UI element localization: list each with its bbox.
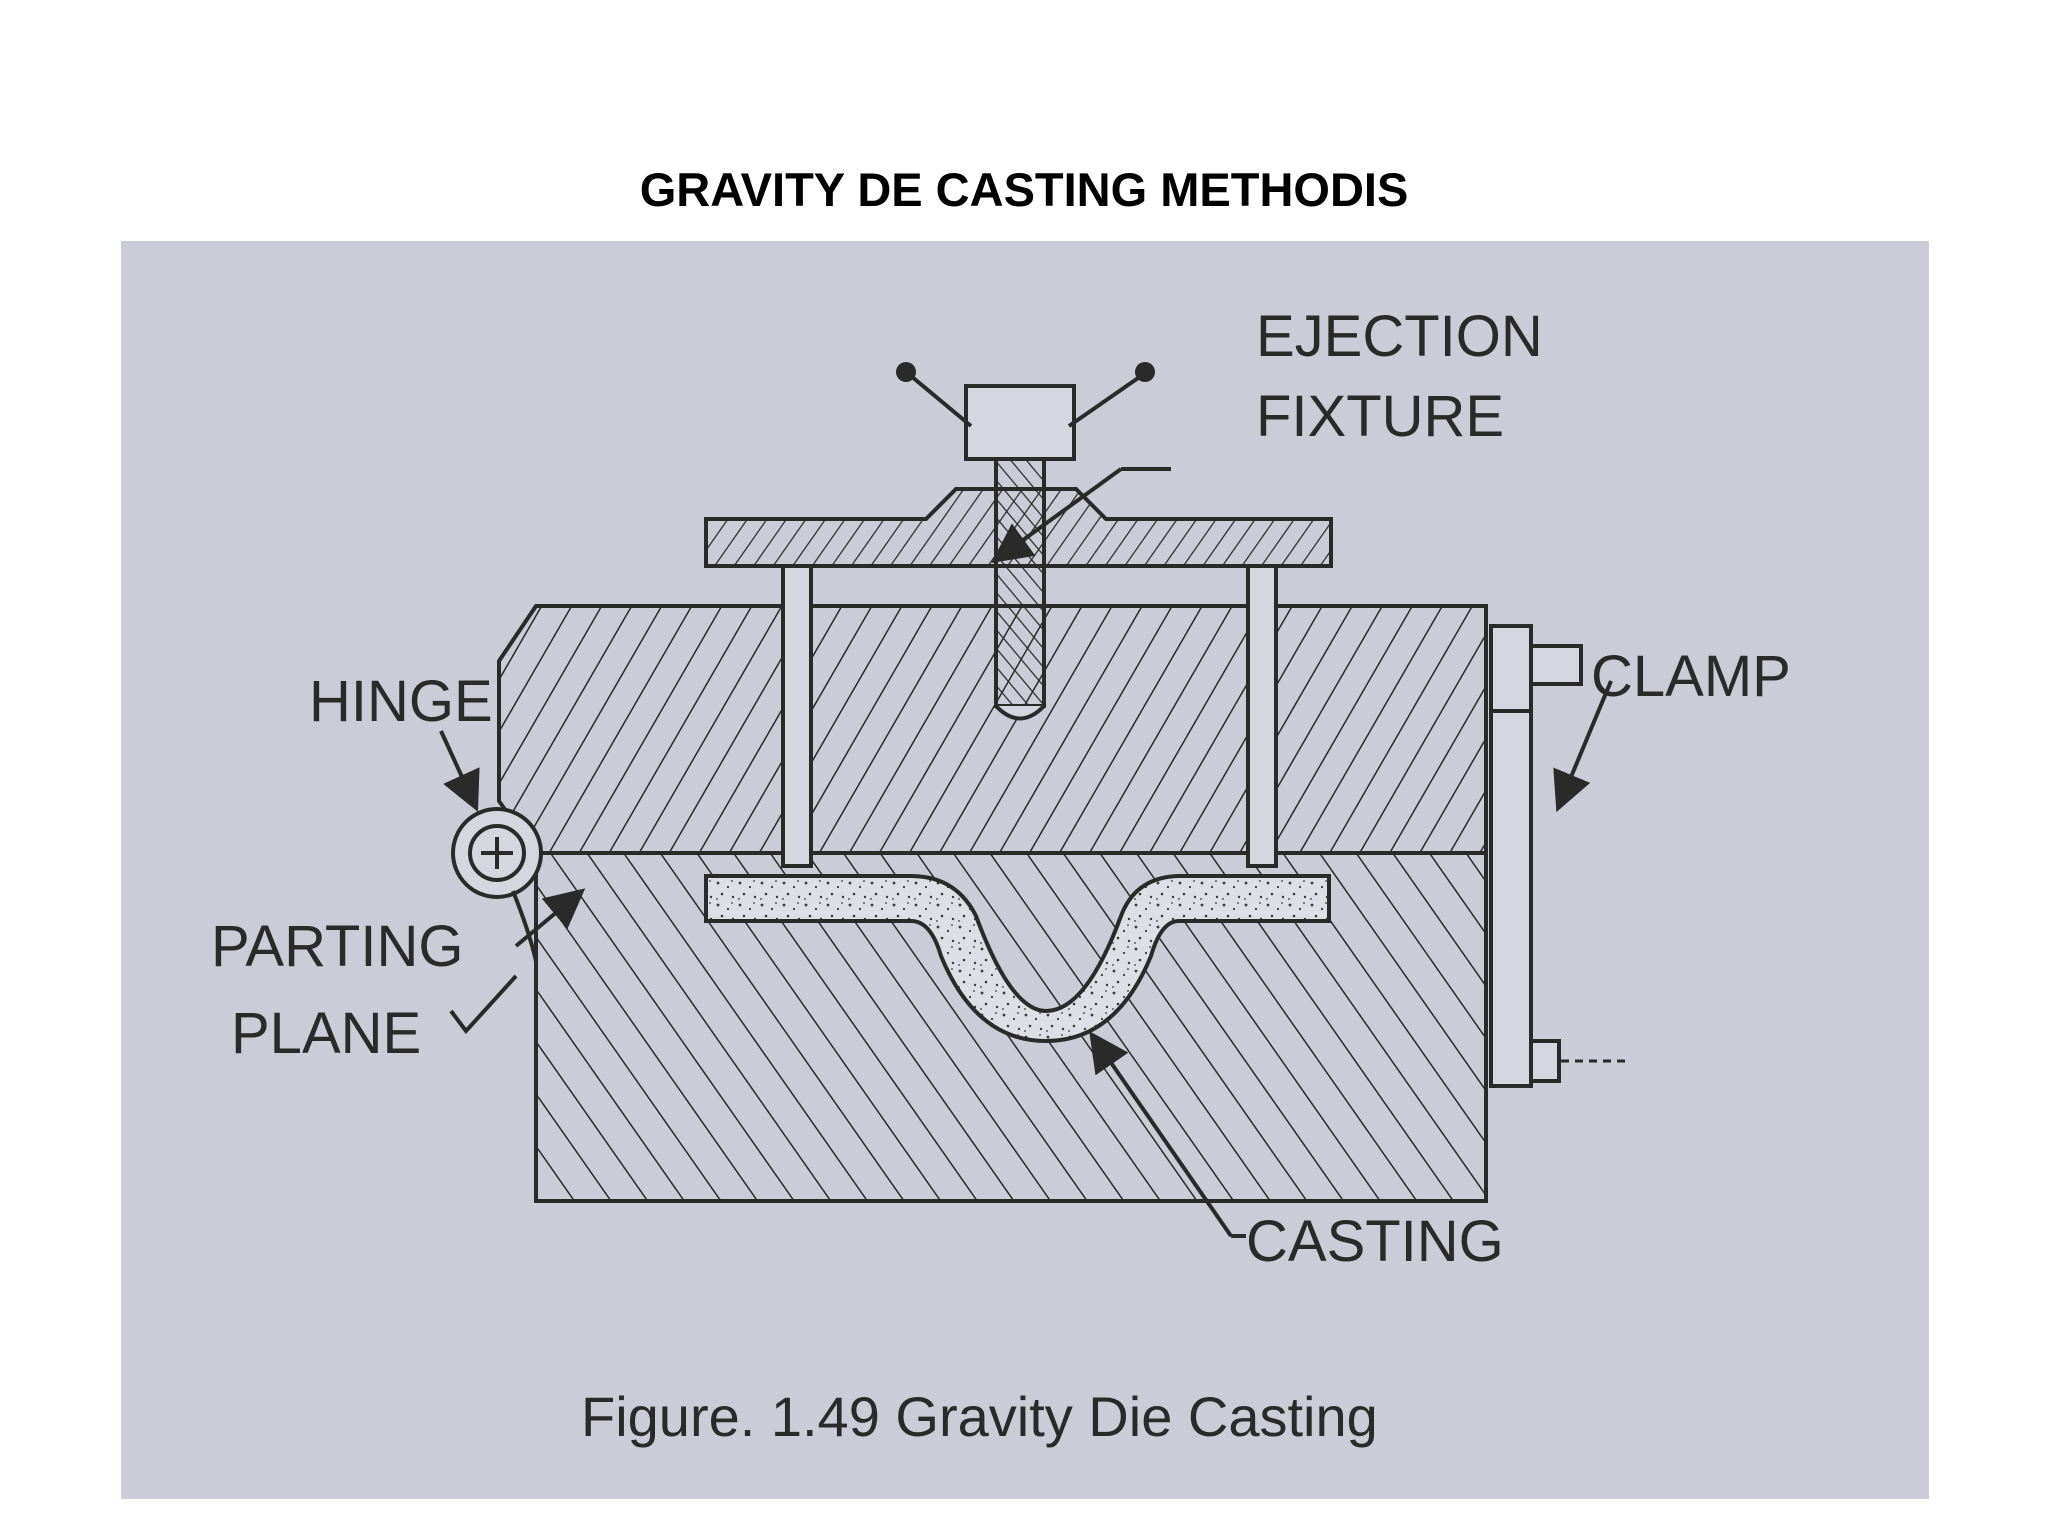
page-title: GRAVITY DE CASTING METHODIS bbox=[639, 163, 1409, 216]
ejection-label-line1: EJECTION bbox=[1256, 304, 1543, 369]
handle-block bbox=[964, 384, 1076, 461]
clamp-upper-bolt bbox=[1529, 644, 1583, 686]
gravity-die-casting-diagram: EJECTION FIXTURE CLAMP HINGE PARTING PLA… bbox=[121, 241, 1929, 1499]
hinge-lower-link bbox=[511, 890, 538, 962]
parting-label-line2: PLANE bbox=[231, 1001, 421, 1066]
ejector-pin-right bbox=[1246, 564, 1278, 868]
casting-cavity bbox=[704, 874, 1331, 1044]
clamp-arrow bbox=[1553, 680, 1613, 813]
ejection-screw bbox=[994, 449, 1046, 708]
clamp-label: CLAMP bbox=[1591, 644, 1791, 709]
parting-label-line1: PARTING bbox=[211, 914, 463, 979]
upper-die-half bbox=[497, 604, 1488, 855]
clamp-lower-bolt bbox=[1529, 1039, 1561, 1083]
figure-caption: Figure. 1.49 Gravity Die Casting bbox=[581, 1385, 1378, 1448]
clamp-bar bbox=[1489, 709, 1533, 1088]
screw-tip bbox=[994, 704, 1046, 721]
parting-plane-arrow bbox=[514, 888, 586, 948]
ejection-fixture-arrow bbox=[991, 467, 1123, 564]
ejection-label-line2: FIXTURE bbox=[1256, 384, 1504, 449]
hinge-arrow bbox=[439, 730, 480, 812]
casting-label: CASTING bbox=[1246, 1209, 1504, 1274]
handle-knob-left bbox=[896, 362, 916, 382]
parting-plane-leader bbox=[449, 974, 518, 1035]
clamp-upper-block bbox=[1489, 624, 1533, 718]
hinge-label: HINGE bbox=[309, 669, 493, 734]
diagram-figure: EJECTION FIXTURE CLAMP HINGE PARTING PLA… bbox=[121, 241, 1929, 1499]
casting-arrow bbox=[1089, 1031, 1233, 1238]
handle-arm-left bbox=[909, 374, 973, 428]
ejector-pin-left bbox=[781, 564, 813, 868]
handle-knob-right bbox=[1135, 362, 1155, 382]
handle-arm-right bbox=[1067, 374, 1143, 428]
